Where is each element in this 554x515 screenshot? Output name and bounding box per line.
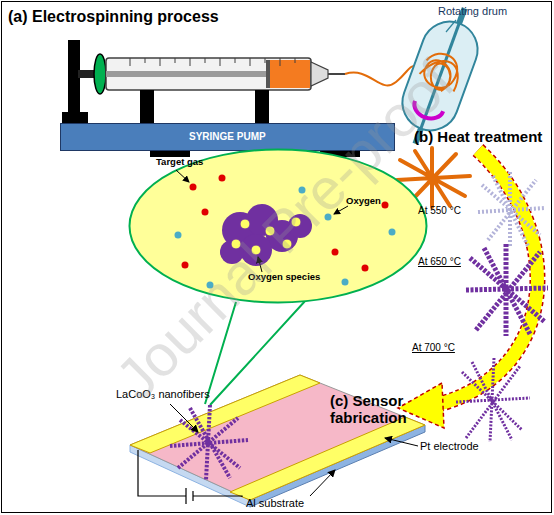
panel-title: (a) Electrospinning process [8, 8, 219, 26]
gas-label: Target gas [156, 157, 203, 168]
temperature-label: At 650 °C [418, 256, 461, 268]
part-label: Al substrate [246, 497, 304, 510]
pump-label: SYRINGE PUMP [189, 131, 266, 143]
part-label: Rotating drum [438, 5, 507, 18]
leader-line [446, 20, 456, 32]
leader-arrow [310, 470, 335, 496]
panel-title: (c) Sensor fabrication [330, 392, 445, 427]
part-label: Pt electrode [420, 440, 479, 453]
temperature-label: At 550 °C [418, 205, 461, 217]
fiber-star [478, 172, 545, 248]
leader-arrow [170, 404, 198, 432]
fiber-star [466, 244, 548, 336]
temperature-label: At 700 °C [412, 342, 455, 354]
leader-arrow [385, 438, 418, 446]
panel-title: (b) Heat treatment [414, 128, 542, 145]
fiber-star [456, 358, 530, 442]
